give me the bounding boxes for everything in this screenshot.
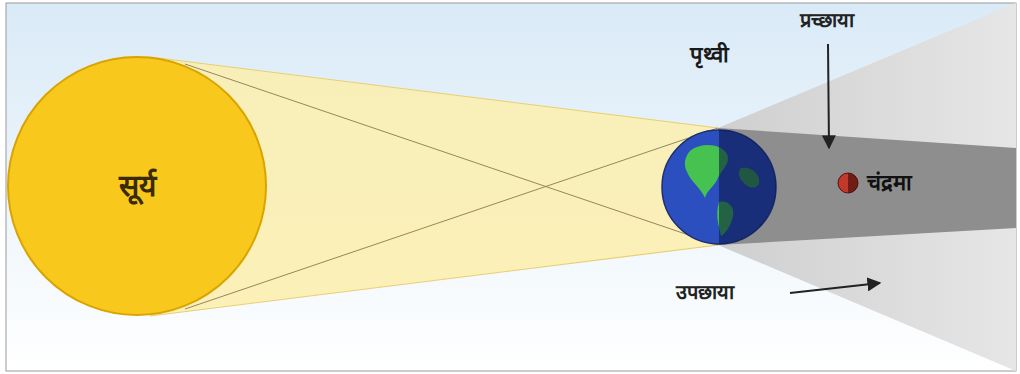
earth-shape (661, 128, 777, 246)
moon-disc: चंद्रमा (837, 172, 859, 194)
region-label: उपछाया (676, 280, 734, 304)
region-label: प्रच्छाया (800, 8, 854, 32)
penumbra-region (718, 3, 1016, 371)
leader-arrow (790, 283, 880, 293)
background-panel (6, 3, 1016, 371)
leader-arrow (828, 44, 829, 148)
node-label: चंद्रमा (867, 169, 912, 197)
moon-shape (837, 172, 859, 194)
node-label: सूर्य (119, 167, 156, 205)
sun-ray (185, 64, 718, 245)
earth-globe: पृथ्वी (661, 128, 777, 246)
node-label: पृथ्वी (690, 41, 729, 69)
sun-circle: सूर्य (7, 56, 267, 316)
umbra-region (718, 128, 1016, 245)
sun-ray (185, 128, 718, 309)
